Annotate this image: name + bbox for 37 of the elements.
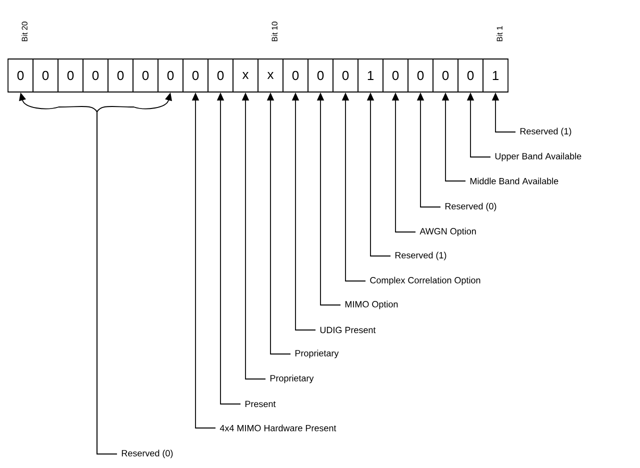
bit-cell: 1 (358, 58, 384, 92)
field-label: Present (245, 400, 276, 408)
bit-cell: 0 (32, 58, 58, 92)
field-label: Proprietary (270, 374, 314, 384)
field-label: AWGN Option (420, 228, 476, 236)
bit-cell: 0 (108, 58, 134, 92)
bit-number: Bit 1 (496, 26, 502, 42)
bit-cell: x (258, 58, 284, 92)
field-label: Complex Correlation Option (370, 276, 480, 286)
bit-cell: 0 (208, 58, 234, 92)
field-label: Proprietary (295, 350, 339, 358)
bit-cell: 0 (132, 58, 158, 92)
field-label: Upper Band Available (495, 152, 582, 162)
bit-cell: 0 (382, 58, 408, 92)
field-label: Reserved (1) (395, 252, 446, 260)
bit-cell: 0 (158, 58, 184, 92)
bit-cell: 0 (332, 58, 358, 92)
bit-cell: 0 (308, 58, 334, 92)
field-label: Middle Band Available (470, 178, 558, 184)
bit-cell: 0 (182, 58, 208, 92)
bit-cell: 0 (458, 58, 484, 92)
field-label: 4x4 MIMO Hardware Present (220, 424, 336, 432)
bit-cell: 0 (282, 58, 308, 92)
bit-cell: 0 (58, 58, 84, 92)
bit-cell: 0 (408, 58, 434, 92)
bit-number: Bit 10 (272, 22, 278, 42)
bit-number: Bit 20 (22, 22, 28, 42)
field-label: Reserved (0) (445, 202, 496, 212)
bit-cell: 0 (432, 58, 458, 92)
field-label: Reserved (1) (520, 128, 572, 136)
field-label: UDIG Present (320, 326, 376, 334)
bit-cell: 0 (82, 58, 108, 92)
bit-cell: 1 (482, 58, 508, 92)
field-label: Reserved (0) (122, 450, 173, 458)
bit-cell: 0 (8, 58, 34, 92)
bit-cell: x (232, 58, 258, 92)
field-label: MIMO Option (345, 300, 398, 310)
